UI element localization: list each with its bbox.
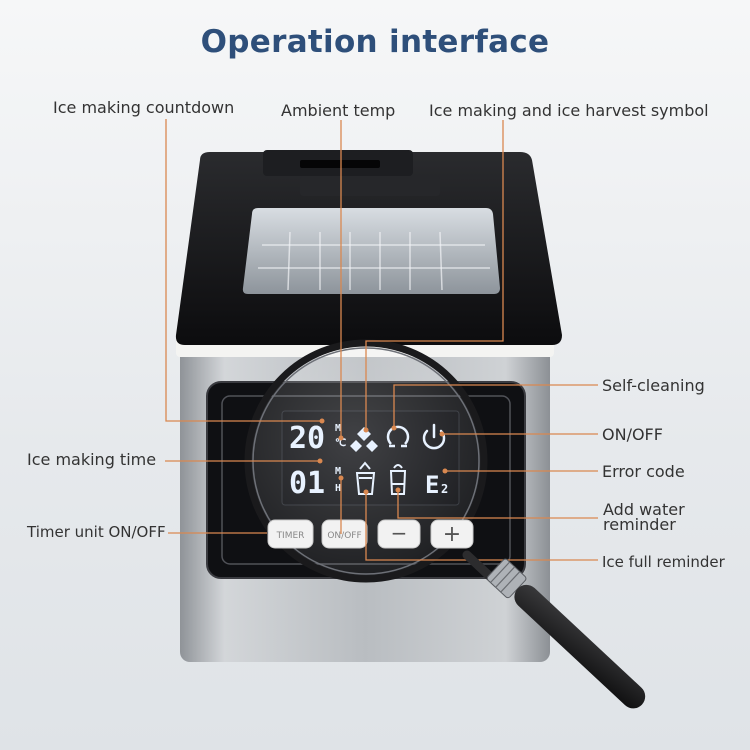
callout-line-ice-symbol <box>365 120 504 430</box>
temp-unit-top: M <box>335 423 341 434</box>
minus-button[interactable]: − <box>377 519 421 549</box>
time-unit-bottom: H <box>335 483 341 494</box>
temp-readout: 20 <box>289 421 325 456</box>
magnifier-handle <box>462 550 646 709</box>
label-timer-unit-on-off: Timer unit ON/OFF <box>27 523 166 541</box>
error-letter: E <box>425 471 439 499</box>
callout-line-add-water <box>397 490 598 519</box>
label-on-off: ON/OFF <box>602 425 663 444</box>
callout-lines <box>165 119 598 561</box>
self-cleaning-icon <box>386 425 410 448</box>
on-off-button-label: ON/OFF <box>327 531 361 541</box>
plus-button[interactable]: + <box>430 519 474 549</box>
callout-line-self-cleaning <box>393 384 598 428</box>
machine-window <box>242 208 500 294</box>
time-unit-top: M <box>335 466 341 477</box>
add-water-icon <box>389 464 407 495</box>
callout-line-ice-full <box>365 492 598 561</box>
ice-full-icon <box>355 461 376 495</box>
error-digit: 2 <box>441 482 448 496</box>
page-title: Operation interface <box>200 24 550 60</box>
label-error-code: Error code <box>602 462 685 481</box>
time-readout: 01 <box>289 466 325 501</box>
minus-button-label: − <box>391 521 408 545</box>
timer-button[interactable]: TIMER <box>267 519 314 549</box>
timer-button-label: TIMER <box>276 531 305 541</box>
label-add-water-reminder: Add water reminder <box>603 500 685 534</box>
on-off-button[interactable]: ON/OFF <box>321 519 368 549</box>
label-ambient-temp: Ambient temp <box>281 101 396 120</box>
plus-button-label: + <box>443 522 461 547</box>
label-ice-making-countdown: Ice making countdown <box>53 98 235 117</box>
label-self-cleaning: Self-cleaning <box>602 376 705 395</box>
label-ice-making-and-harvest-symbol: Ice making and ice harvest symbol <box>429 101 709 120</box>
power-icon <box>422 423 446 450</box>
label-ice-full-reminder: Ice full reminder <box>602 553 725 571</box>
callout-dots <box>317 418 448 495</box>
ice-cubes-in-window <box>258 231 490 291</box>
label-ice-making-time: Ice making time <box>27 450 157 469</box>
callout-line-countdown <box>165 119 322 422</box>
temp-unit-bottom: ℃ <box>335 438 346 449</box>
